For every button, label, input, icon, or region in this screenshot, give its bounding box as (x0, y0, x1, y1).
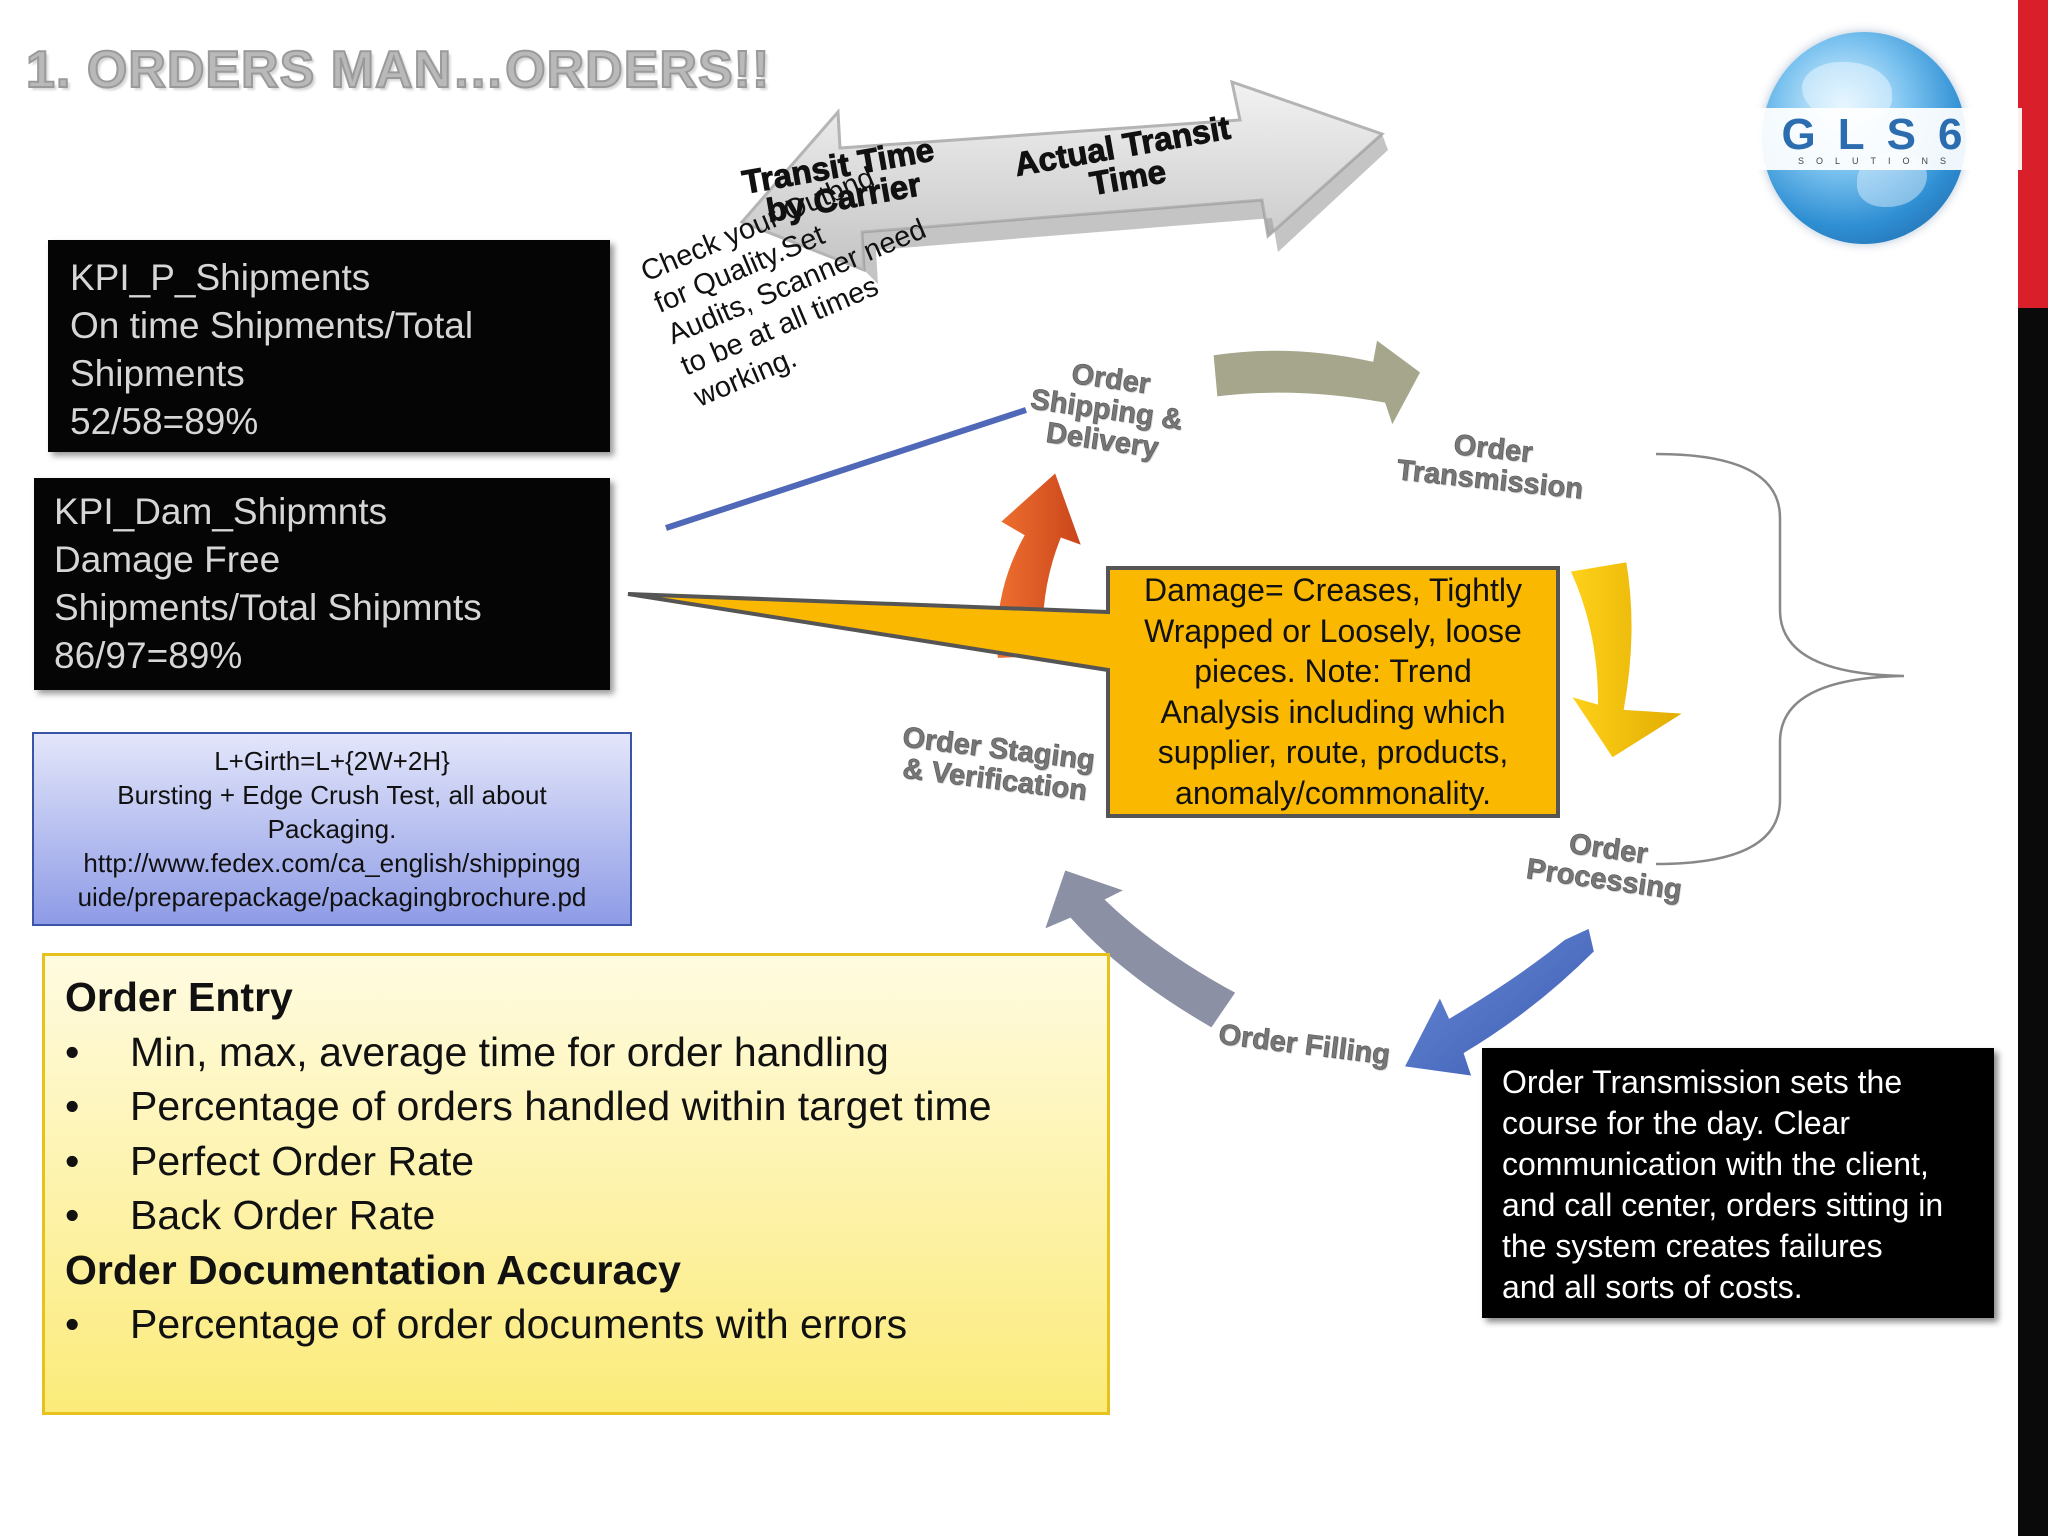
callout-line: Wrapped or Loosely, loose (1144, 612, 1522, 649)
check-note-underline (665, 407, 1027, 531)
order-entry-bullet: • Percentage of orders handled within tar… (65, 1079, 1107, 1134)
damage-callout-text: Damage= Creases, Tightly Wrapped or Loos… (1110, 568, 1556, 814)
bullet-symbol: • (65, 1192, 80, 1238)
transmission-note-line: and all sorts of costs. (1502, 1269, 1803, 1305)
transmission-note-line: the system creates failures (1502, 1228, 1883, 1264)
grey-cycle-arrow (1038, 865, 1241, 1033)
order-transmission-note-box: Order Transmission sets the course for t… (1482, 1048, 1994, 1318)
bullet-symbol: • (65, 1083, 80, 1129)
callout-line: Damage= Creases, Tightly (1144, 572, 1522, 608)
callout-line: pieces. Note: Trend (1194, 653, 1472, 689)
girth-line: uide/preparepackage/packagingbrochure.pd (77, 882, 587, 912)
kpi-ontime-shipments-box: KPI_P_Shipments On time Shipments/Total … (48, 240, 610, 452)
logo-text: GLS6 (1781, 110, 1985, 159)
kpi-line: Shipments (70, 353, 245, 394)
order-entry-bullet: • Perfect Order Rate (65, 1134, 1107, 1189)
callout-line: anomaly/commonality. (1175, 774, 1491, 811)
order-documentation-bullet: • Percentage of order documents with erro… (65, 1297, 1107, 1352)
kpi-damage-free-box: KPI_Dam_Shipmnts Damage Free Shipments/T… (34, 478, 610, 690)
callout-line: supplier, route, products, (1157, 734, 1509, 770)
black-edge-bar (2018, 308, 2048, 1536)
yellow-cycle-arrow (1563, 557, 1695, 763)
kpi-line: Shipments/Total Shipmnts (54, 587, 482, 628)
order-entry-bullet: • Back Order Rate (65, 1188, 1107, 1243)
blue-cycle-arrow (1398, 923, 1599, 1081)
bullet-text: Back Order Rate (130, 1192, 436, 1238)
kpi-line: 86/97=89% (54, 635, 243, 676)
callout-line: Analysis including which (1160, 693, 1506, 730)
curly-bracket (1655, 452, 1905, 866)
order-documentation-heading: Order Documentation Accuracy (65, 1246, 681, 1293)
girth-line: Packaging. (267, 814, 397, 844)
kpi-line: Damage Free (54, 539, 281, 580)
bullet-symbol: • (65, 1028, 80, 1075)
logo-subtext: SOLUTIONS (1797, 156, 1958, 166)
logo-wordmark: GLS6 SOLUTIONS (1722, 108, 2022, 170)
bullet-text: Perfect Order Rate (130, 1137, 475, 1184)
order-entry-bullet: • Min, max, average time for order handli… (65, 1025, 1107, 1080)
bullet-text: Percentage of order documents with error… (130, 1301, 908, 1347)
girth-packaging-box: L+Girth=L+{2W+2H} Bursting + Edge Crush … (32, 732, 632, 926)
girth-line: L+Girth=L+{2W+2H} (214, 746, 450, 776)
damage-callout (627, 566, 1560, 818)
bullet-text: Percentage of orders handled within targ… (130, 1083, 992, 1129)
kpi-line: KPI_P_Shipments (70, 257, 371, 298)
order-entry-heading: Order Entry (65, 974, 293, 1020)
bullet-symbol: • (65, 1301, 80, 1347)
transmission-note-line: and call center, orders sitting in (1502, 1187, 1944, 1223)
transmission-note-line: course for the day. Clear (1502, 1105, 1851, 1141)
order-entry-box: Order Entry • Min, max, average time for … (42, 953, 1110, 1415)
girth-line: Bursting + Edge Crush Test, all about (117, 780, 547, 810)
bullet-text: Min, max, average time for order handlin… (130, 1028, 889, 1075)
olive-cycle-arrow (1210, 335, 1424, 432)
red-edge-bar (2018, 0, 2048, 308)
transmission-note-line: communication with the client, (1502, 1146, 1929, 1182)
bullet-symbol: • (65, 1137, 80, 1184)
girth-line: http://www.fedex.com/ca_english/shipping… (83, 848, 581, 878)
transmission-note-line: Order Transmission sets the (1502, 1064, 1903, 1100)
kpi-line: KPI_Dam_Shipmnts (54, 491, 388, 532)
kpi-line: On time Shipments/Total (70, 305, 474, 346)
kpi-line: 52/58=89% (70, 401, 259, 442)
slide-title: 1. ORDERS MAN…ORDERS!! (25, 40, 771, 100)
